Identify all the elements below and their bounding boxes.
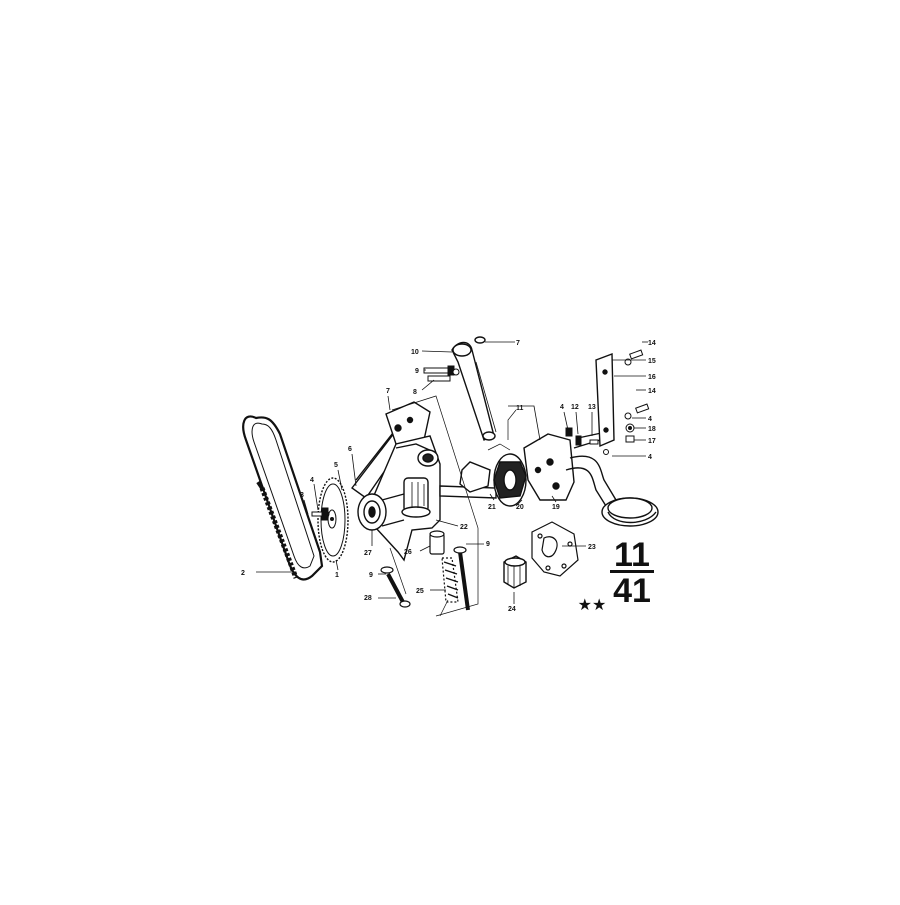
callout-18: 18 xyxy=(648,426,656,433)
callout-19: 19 xyxy=(552,504,560,511)
callout-27: 27 xyxy=(364,550,372,557)
group-number-badge: 11 41 ★★ xyxy=(578,536,654,614)
guide-lines xyxy=(389,395,517,617)
callout-4-bottom: 4 xyxy=(648,454,652,461)
hex-nut xyxy=(503,555,527,589)
bolts-lower xyxy=(380,546,470,611)
sprocket-wheel xyxy=(317,477,349,563)
bolt-9-top xyxy=(423,365,460,382)
fraction-bar xyxy=(610,570,654,573)
callout-22: 22 xyxy=(460,524,468,531)
leader-lines xyxy=(256,341,648,604)
callout-25: 25 xyxy=(416,588,424,595)
callout-26: 26 xyxy=(404,549,412,556)
callout-14-mid: 14 xyxy=(648,388,656,395)
group-number: 11 xyxy=(614,536,650,574)
stars-mark: ★★ xyxy=(578,597,607,614)
callout-9-right: 9 xyxy=(486,541,490,548)
callout-13: 13 xyxy=(588,404,596,411)
support-bracket xyxy=(595,352,615,448)
callout-3: 3 xyxy=(300,492,304,499)
oil-pump-housing xyxy=(351,401,441,562)
suction-pipe xyxy=(565,431,659,527)
callout-16: 16 xyxy=(648,374,656,381)
callout-5: 5 xyxy=(334,462,338,469)
pump-cover xyxy=(523,433,575,501)
callout-12: 12 xyxy=(571,404,579,411)
callout-2: 2 xyxy=(241,570,245,577)
callout-11: 11 xyxy=(516,405,524,412)
callout-1: 1 xyxy=(335,572,339,579)
callout-28: 28 xyxy=(364,595,372,602)
callout-15: 15 xyxy=(648,358,656,365)
callout-24: 24 xyxy=(508,606,516,613)
timing-chain xyxy=(242,415,324,581)
oil-pipe-upper xyxy=(451,336,497,441)
callout-6: 6 xyxy=(348,446,352,453)
subgroup-number: 41 xyxy=(613,572,651,610)
callout-labels: 10 7 9 8 7 11 6 5 4 3 2 1 27 22 21 20 19… xyxy=(241,340,656,613)
callout-4-top: 4 xyxy=(560,404,564,411)
callout-4-left: 4 xyxy=(310,477,314,484)
callout-4-right: 4 xyxy=(648,416,652,423)
pump-gasket xyxy=(531,521,579,577)
callout-7-top: 7 xyxy=(516,340,520,347)
pump-shaft-rotor xyxy=(439,453,527,507)
callout-9-top: 9 xyxy=(415,368,419,375)
pressure-valve-parts xyxy=(429,530,459,603)
sprocket-bolt xyxy=(311,507,330,521)
callout-23: 23 xyxy=(588,544,596,551)
callout-14-top: 14 xyxy=(648,340,656,347)
callout-7-left: 7 xyxy=(386,388,390,395)
callout-8: 8 xyxy=(413,389,417,396)
callout-9-lower: 9 xyxy=(369,572,373,579)
callout-10: 10 xyxy=(411,349,419,356)
callout-21: 21 xyxy=(488,504,496,511)
callout-20: 20 xyxy=(516,504,524,511)
callout-17: 17 xyxy=(648,438,656,445)
